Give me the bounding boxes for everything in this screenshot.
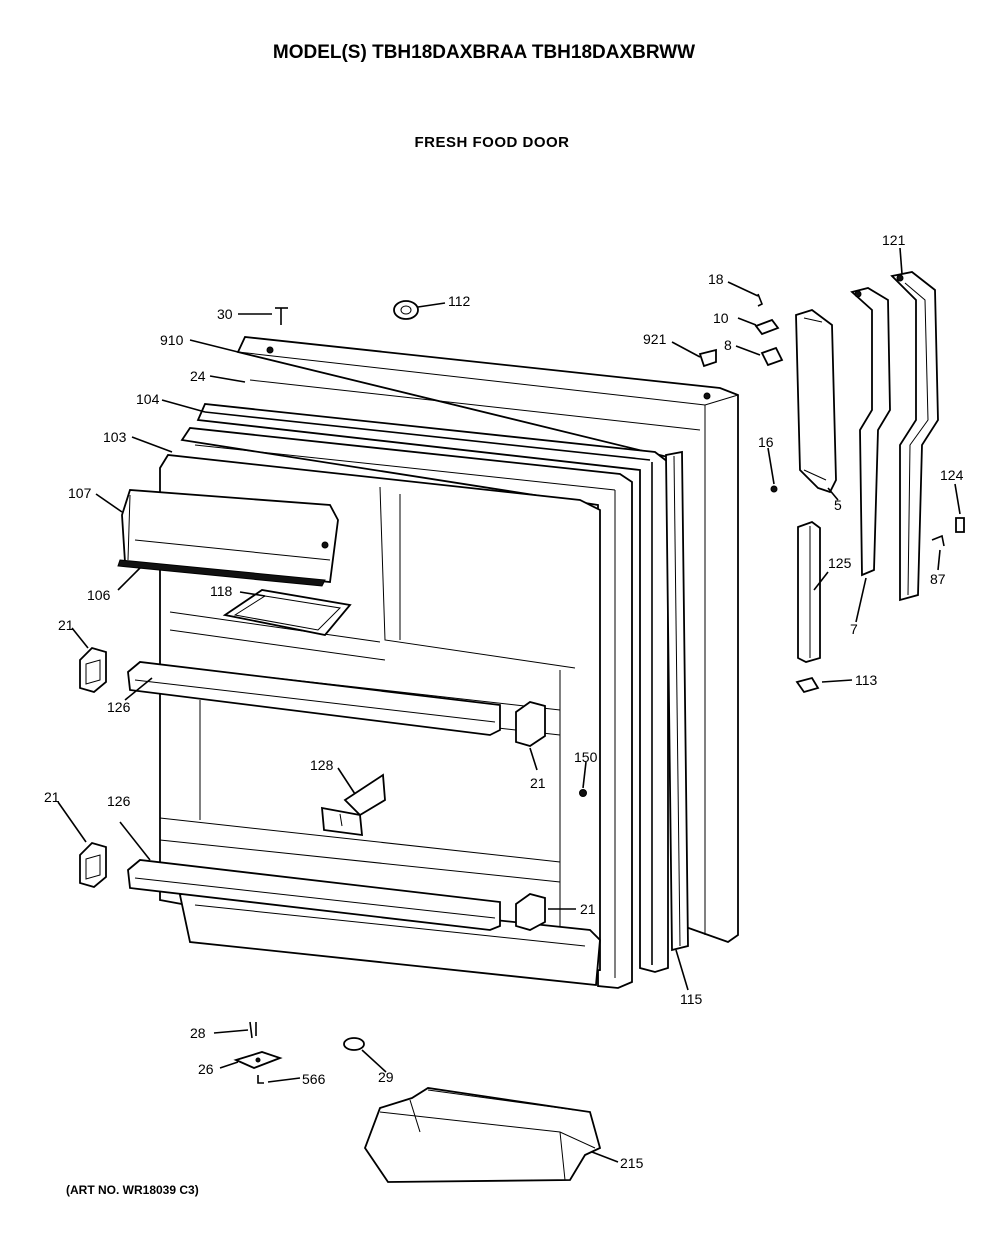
callout-18: 18: [708, 271, 724, 287]
callout-26: 26: [198, 1061, 214, 1077]
callout-8: 8: [724, 337, 732, 353]
callout-126-lower: 126: [107, 793, 131, 809]
section-title: FRESH FOOD DOOR: [414, 134, 569, 151]
callout-10: 10: [713, 310, 729, 326]
plug-921: [698, 348, 717, 368]
cap-113: [795, 676, 820, 694]
callout-910: 910: [160, 332, 184, 348]
handle-121: [890, 271, 939, 602]
shelf-clip-left-lower: [79, 841, 107, 888]
callout-921: 921: [643, 331, 667, 347]
callout-103: 103: [103, 429, 127, 445]
callout-21-left-lower: 21: [44, 789, 60, 805]
leader-lines: [57, 247, 961, 1163]
model-title: MODEL(S) TBH18DAXBRAA TBH18DAXBRWW: [273, 42, 695, 63]
hinge-5: [795, 309, 837, 494]
shim-10: [754, 318, 780, 336]
cap-124: [955, 517, 965, 533]
plate-26: [233, 1051, 283, 1069]
callout-87: 87: [930, 571, 946, 587]
callout-29: 29: [378, 1069, 394, 1085]
dairy-hinge-strip: [117, 559, 326, 587]
callout-128: 128: [310, 757, 334, 773]
callout-104: 104: [136, 391, 160, 407]
shelf-clip-right-lower: [515, 893, 546, 931]
callout-124: 124: [940, 467, 964, 483]
pin-28: [249, 1021, 257, 1039]
callout-5: 5: [834, 497, 842, 513]
callout-118: 118: [210, 583, 233, 599]
callout-107: 107: [68, 485, 92, 501]
shelf-bar-lower: [127, 859, 501, 931]
callout-16: 16: [758, 434, 774, 450]
callout-112: 112: [448, 293, 471, 309]
callout-113: 113: [855, 672, 878, 688]
screw-87: [931, 534, 945, 547]
callout-21-left-upper: 21: [58, 617, 74, 633]
plug-112: [393, 300, 419, 320]
callout-24: 24: [190, 368, 206, 384]
shelf-clip-left-upper: [79, 646, 107, 693]
door-gasket: [196, 403, 669, 973]
gasket-strip: [665, 450, 689, 952]
bushing-8: [760, 346, 784, 367]
callout-566: 566: [302, 1071, 326, 1087]
screw-30: [275, 307, 288, 325]
bushing-29: [343, 1037, 365, 1051]
callout-126-upper: 126: [107, 699, 131, 715]
shelf-bracket: [320, 773, 386, 837]
handle-125: [797, 520, 821, 663]
callout-28: 28: [190, 1025, 206, 1041]
callout-121: 121: [882, 232, 906, 248]
shelf-clip-right-upper: [515, 701, 546, 747]
screw-18: [757, 293, 764, 307]
callout-150: 150: [574, 749, 598, 765]
screw-150: [579, 789, 587, 797]
callout-21-right-upper: 21: [530, 775, 546, 791]
shelf-bar-upper: [127, 661, 501, 736]
screw-16: [770, 485, 778, 493]
callout-21-right-lower: 21: [580, 901, 596, 917]
callout-125: 125: [828, 555, 852, 571]
callout-7: 7: [850, 621, 858, 637]
handle-7: [850, 287, 891, 577]
art-number: (ART NO. WR18039 C3): [66, 1183, 199, 1197]
door-bin-215: [363, 1087, 602, 1183]
callout-115: 115: [680, 991, 703, 1007]
egg-tray: [222, 589, 352, 636]
screw-566: [257, 1075, 264, 1084]
callout-215: 215: [620, 1155, 644, 1171]
callout-30: 30: [217, 306, 233, 322]
callout-106: 106: [87, 587, 111, 603]
